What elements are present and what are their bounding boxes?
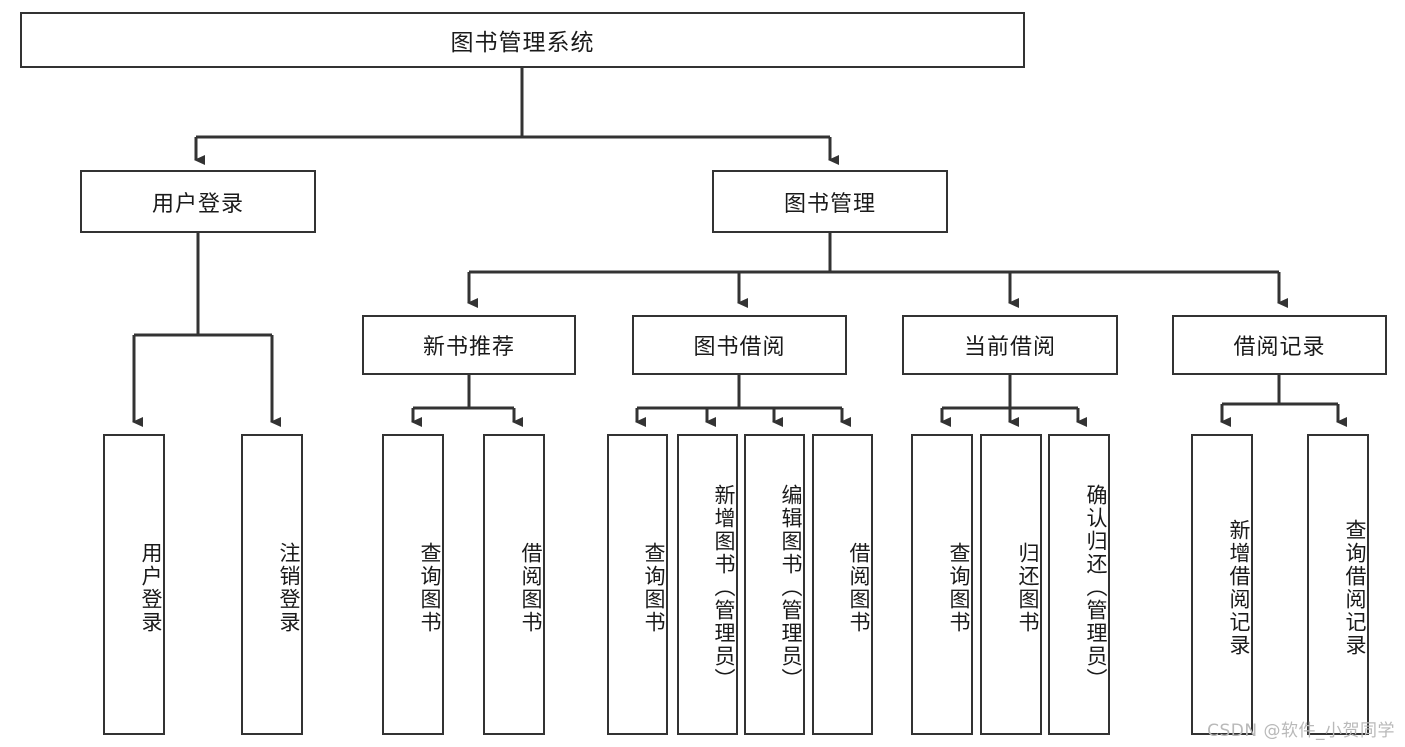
node-label: 借阅记录 xyxy=(1233,335,1326,360)
node-label: 新书推荐 xyxy=(422,335,515,360)
leaf-label: 查询图书 xyxy=(947,541,971,634)
leaf-label: 查询图书 xyxy=(642,541,666,634)
node-label: 当前借阅 xyxy=(963,335,1056,360)
node-label: 图书管理 xyxy=(783,191,876,217)
leaf-label: 注销登录 xyxy=(277,541,301,634)
leaf-borrow-add-book-admin[interactable]: 新增图书（管理员） xyxy=(677,434,738,735)
node-label: 用户登录 xyxy=(151,191,244,217)
leaf-borrow-borrow-books[interactable]: 借阅图书 xyxy=(812,434,873,735)
leaf-user-login-login[interactable]: 用户登录 xyxy=(103,434,165,735)
leaf-new-book-query-books[interactable]: 查询图书 xyxy=(382,434,444,735)
leaf-current-return-books[interactable]: 归还图书 xyxy=(980,434,1042,735)
leaf-borrow-query-books[interactable]: 查询图书 xyxy=(607,434,668,735)
leaf-borrow-edit-book-admin[interactable]: 编辑图书（管理员） xyxy=(744,434,805,735)
leaf-label: 查询借阅记录 xyxy=(1343,518,1367,657)
leaf-user-login-logout[interactable]: 注销登录 xyxy=(241,434,303,735)
watermark: CSDN @软件_小贺同学 xyxy=(1207,721,1395,741)
leaf-label: 借阅图书 xyxy=(519,541,543,634)
leaf-records-add-record[interactable]: 新增借阅记录 xyxy=(1191,434,1253,735)
leaf-label: 用户登录 xyxy=(139,541,163,634)
leaf-current-query-books[interactable]: 查询图书 xyxy=(911,434,973,735)
node-current-borrow[interactable]: 当前借阅 xyxy=(902,315,1118,375)
leaf-records-query-record[interactable]: 查询借阅记录 xyxy=(1307,434,1369,735)
leaf-label: 新增借阅记录 xyxy=(1227,518,1251,657)
node-label: 图书借阅 xyxy=(693,335,786,360)
node-borrow-records[interactable]: 借阅记录 xyxy=(1172,315,1387,375)
node-label: 图书管理系统 xyxy=(450,30,595,56)
node-root-library-system[interactable]: 图书管理系统 xyxy=(20,12,1025,68)
leaf-label: 归还图书 xyxy=(1016,541,1040,634)
leaf-label: 借阅图书 xyxy=(847,541,871,634)
node-user-login[interactable]: 用户登录 xyxy=(80,170,316,233)
leaf-label: 查询图书 xyxy=(418,541,442,634)
node-book-management[interactable]: 图书管理 xyxy=(712,170,948,233)
leaf-label: 新增图书（管理员） xyxy=(712,484,736,691)
node-book-borrow[interactable]: 图书借阅 xyxy=(632,315,847,375)
leaf-new-book-borrow-books[interactable]: 借阅图书 xyxy=(483,434,545,735)
node-new-book-recommend[interactable]: 新书推荐 xyxy=(362,315,576,375)
leaf-current-confirm-return-admin[interactable]: 确认归还（管理员） xyxy=(1048,434,1110,735)
leaf-label: 确认归还（管理员） xyxy=(1084,484,1108,691)
leaf-label: 编辑图书（管理员） xyxy=(779,484,803,691)
